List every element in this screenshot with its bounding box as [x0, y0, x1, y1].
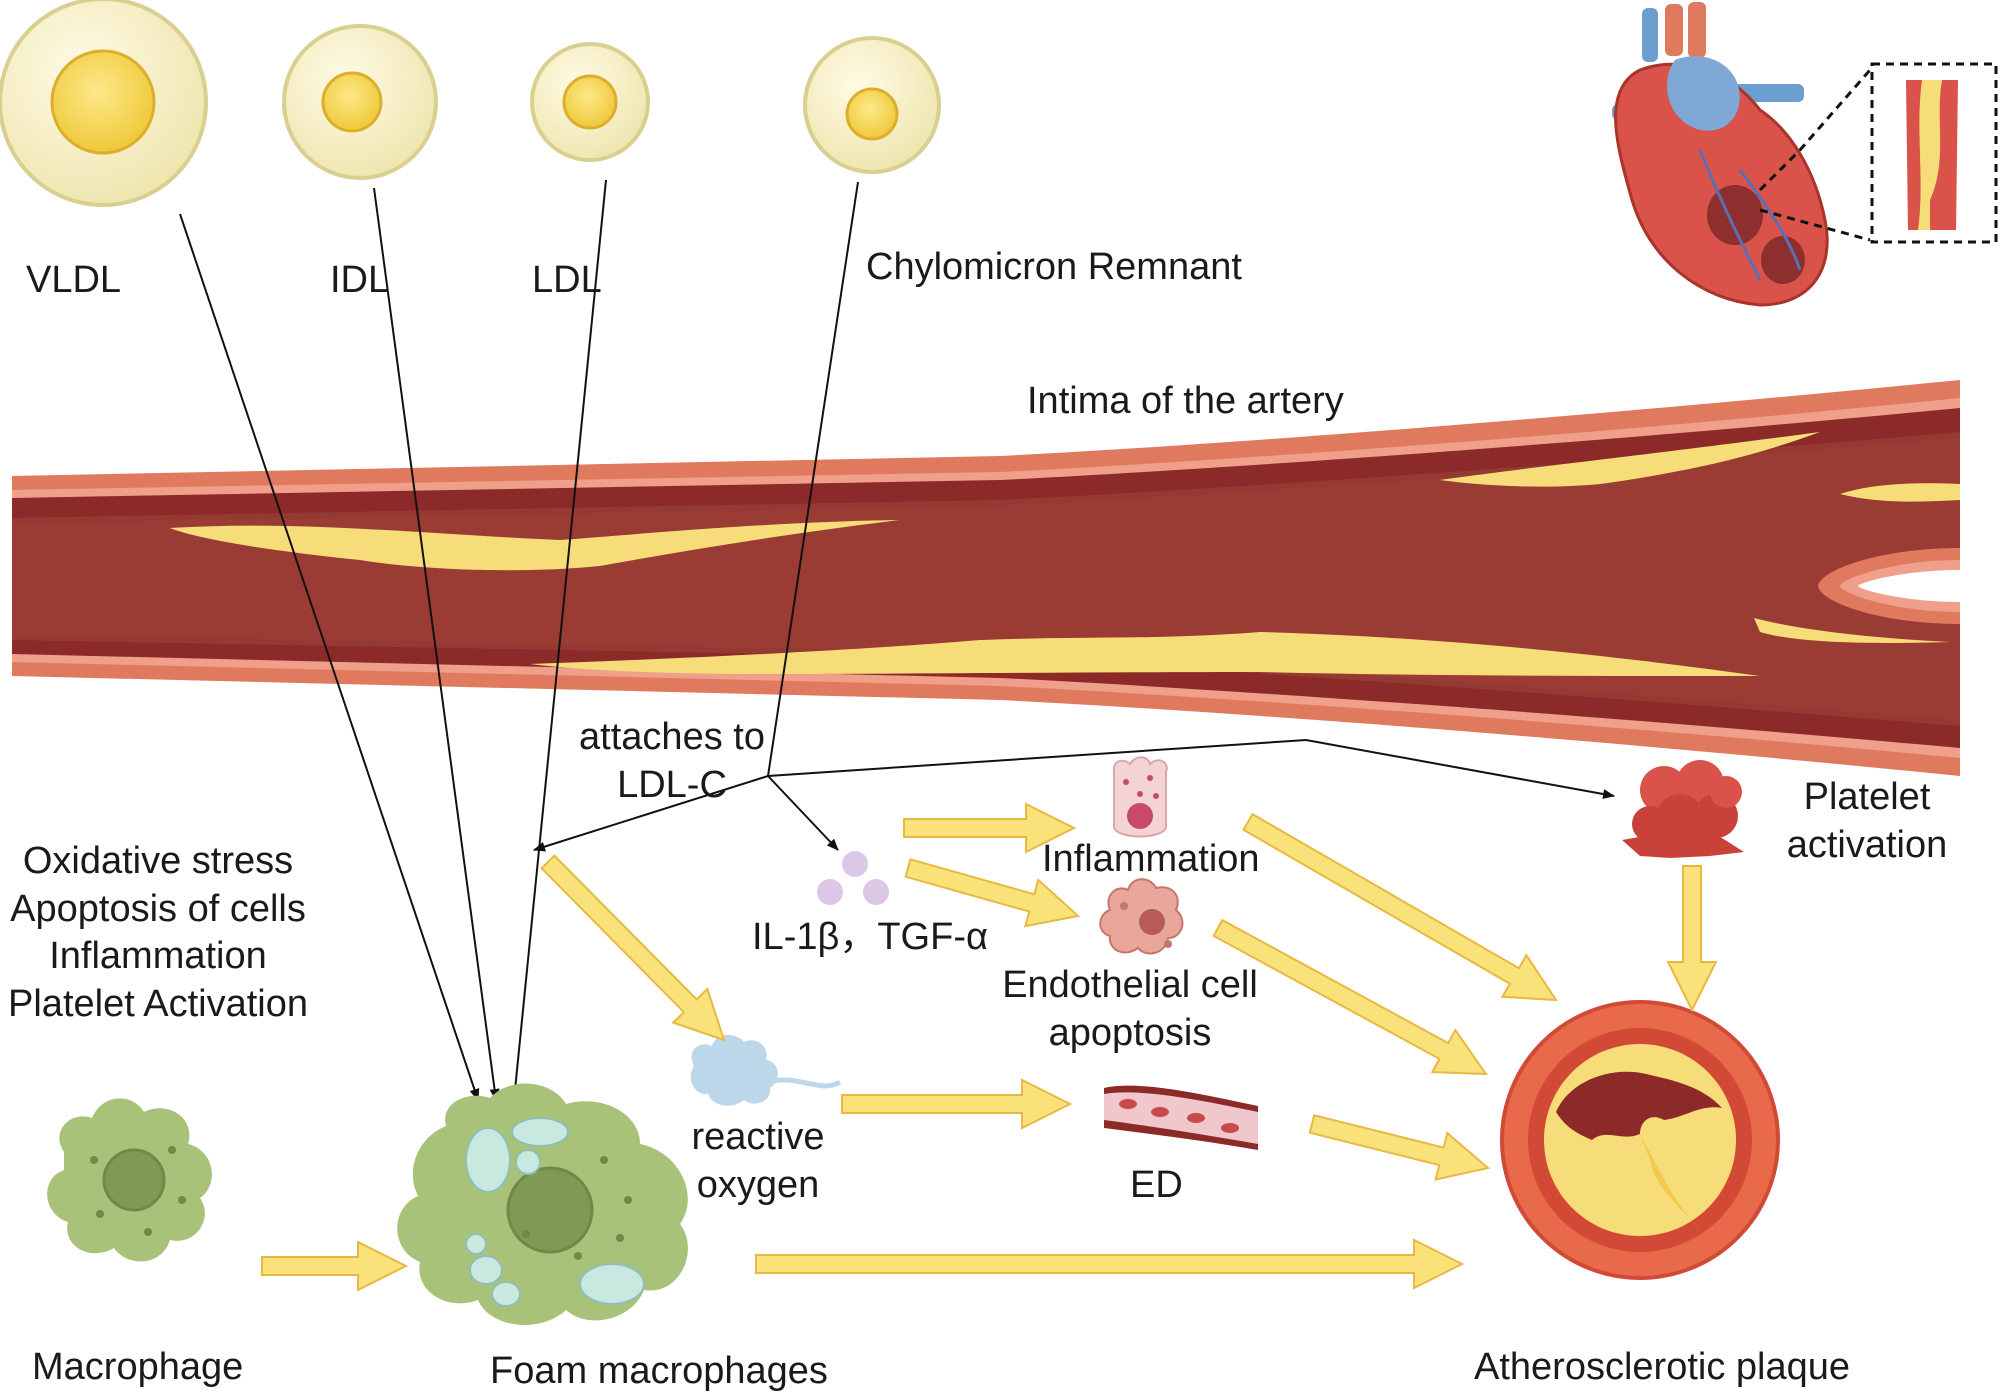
endothelial-line-1: Endothelial cell	[1002, 964, 1258, 1006]
effect-item: Oxidative stress	[22, 840, 294, 882]
apoptosis-to-plaque-arrow	[1212, 918, 1488, 1076]
ldl-to-foam-arrow	[510, 179, 607, 1101]
vldl-label: VLDL	[26, 259, 122, 301]
idl-label: IDL	[330, 259, 390, 301]
platelet-cluster-icon	[1622, 760, 1744, 858]
endothelial-line-2: apoptosis	[1048, 1011, 1212, 1054]
attaches-to-line-1: attaches to	[579, 716, 765, 758]
macrophage-to-foam-arrow	[261, 1240, 409, 1292]
effect-item: Inflammation	[49, 935, 267, 977]
ldl-particle	[530, 42, 650, 162]
reactive-oxygen-label: reactive oxygen	[680, 1114, 836, 1209]
cytokine-to-inflammation-arrow	[903, 802, 1077, 854]
macrophage-icon	[47, 1098, 212, 1262]
cytokines-label: IL-1β，TGF-α	[752, 916, 988, 958]
macrophage-label: Macrophage	[32, 1346, 244, 1388]
foam-macrophages-label: Foam macrophages	[490, 1350, 828, 1392]
artery-vessel	[12, 380, 1960, 776]
attaches-to-line-2: LDL-C	[617, 763, 727, 806]
artery-label: Intima of the artery	[1027, 380, 1344, 422]
effect-item: Apoptosis of cells	[10, 887, 306, 930]
idl-particle	[282, 24, 438, 180]
process-arrows	[261, 802, 1718, 1292]
ldl-label: LDL	[532, 259, 602, 301]
platelet-to-plaque-arrow	[1666, 865, 1718, 1013]
platelet-line-2: activation	[1786, 823, 1948, 866]
atherosclerotic-plaque-icon	[1500, 1000, 1780, 1280]
foam-to-ros-arrow	[540, 854, 726, 1042]
platelet-line-1: Platelet	[1803, 776, 1931, 818]
cytokine-to-apoptosis-arrow	[904, 858, 1081, 928]
inflammation-cell-icon	[1112, 756, 1168, 838]
effects-list: Oxidative stress Apoptosis of cells Infl…	[0, 838, 316, 1028]
ldlc-to-cytokine-arrow	[767, 775, 839, 851]
plaque-label: Atherosclerotic plaque	[1474, 1346, 1850, 1388]
inflammation-label: Inflammation	[1042, 838, 1260, 880]
inflammation-to-plaque-arrow	[1242, 812, 1558, 1002]
ed-label: ED	[1130, 1164, 1183, 1206]
effect-item: Platelet Activation	[8, 982, 308, 1025]
ed-to-plaque-arrow	[1308, 1114, 1491, 1181]
idl-to-foam-arrow	[373, 187, 500, 1101]
reactive-oxygen-icon	[690, 1034, 842, 1106]
endothelial-label: Endothelial cell apoptosis	[992, 962, 1268, 1057]
ros-to-ed-arrow	[841, 1078, 1073, 1130]
chylomicron-label: Chylomicron Remnant	[866, 246, 1242, 288]
ldlc-to-foam-arrow	[533, 775, 769, 852]
ldlc-to-platelet-arrow	[767, 738, 1615, 799]
endothelial-apoptosis-icon	[1099, 878, 1184, 955]
reactive-line-1: reactive	[691, 1116, 825, 1158]
foam-macrophage-icon	[397, 1083, 688, 1325]
ed-vessel-icon	[1104, 1085, 1258, 1150]
chylomicron-line	[767, 181, 859, 777]
vldl-particle	[0, 0, 208, 207]
cytokine-dots	[817, 851, 889, 905]
platelet-label: Platelet activation	[1778, 774, 1956, 869]
chylomicron-particle	[803, 36, 941, 174]
vldl-to-foam-arrow	[179, 213, 480, 1101]
lipid-uptake-arrows	[179, 179, 1615, 1101]
reactive-line-2: oxygen	[696, 1163, 820, 1206]
heart-illustration	[1612, 2, 1998, 307]
attaches-to-label: attaches to LDL-C	[574, 714, 770, 809]
foam-to-plaque-arrow	[755, 1238, 1465, 1290]
